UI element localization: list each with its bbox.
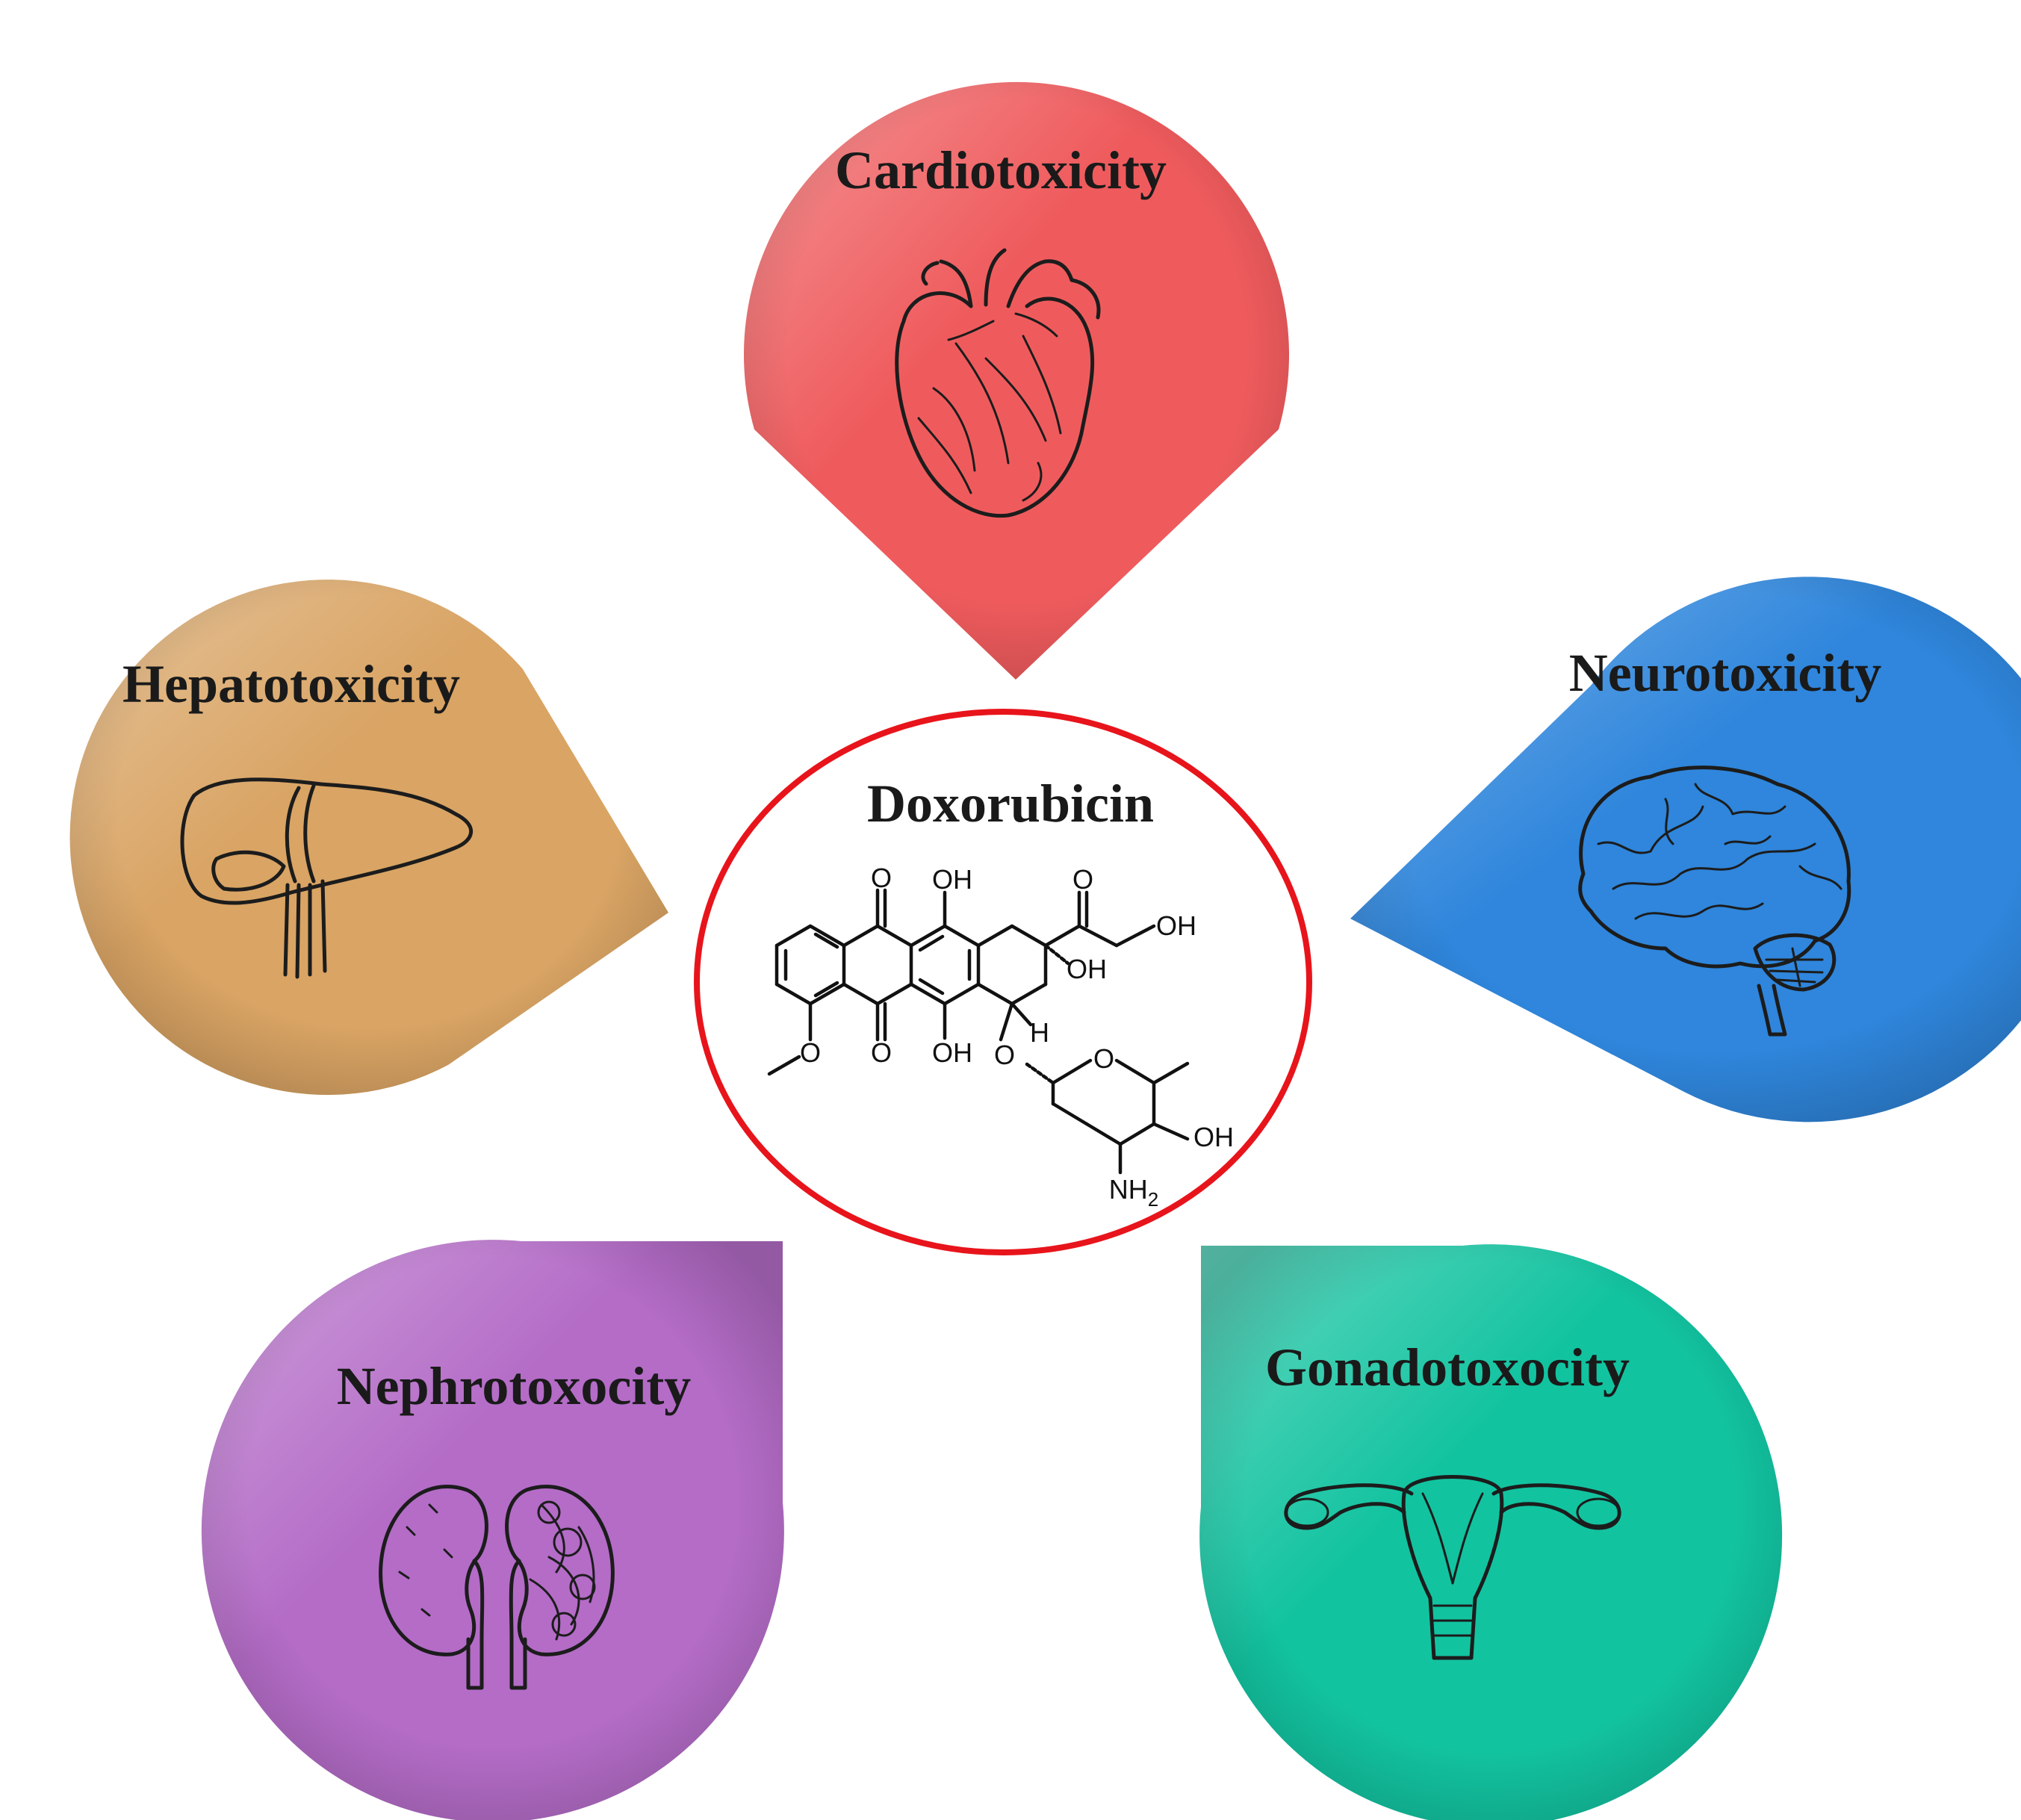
petal-nephrotoxicity: Nephrotoxocity — [201, 1240, 784, 1820]
kidneys-icon — [379, 1485, 615, 1690]
atom-o-sugar-ring: O — [1093, 1043, 1114, 1074]
petal-neurotoxicity: Neurotoxicity — [1350, 577, 2021, 1122]
petal-hepatotoxicity: Hepatotoxicity — [69, 580, 668, 1096]
uterus-icon — [1284, 1475, 1621, 1660]
petal-label-cardio: Cardiotoxicity — [835, 140, 1167, 200]
atom-oh-top-mid: OH — [932, 864, 972, 895]
ring-a — [774, 924, 846, 1006]
atom-nh2: NH2 — [1109, 1174, 1158, 1211]
doxorubicin-ring — [694, 709, 1312, 1255]
atom-oh-ring: OH — [1067, 954, 1107, 984]
sugar-ring — [1051, 1058, 1190, 1175]
atom-o-top-left: O — [871, 863, 892, 893]
ring-c — [909, 890, 981, 1040]
ring-b — [842, 888, 913, 1042]
atom-oh-sugar: OH — [1193, 1122, 1234, 1152]
liver-icon — [180, 777, 474, 979]
atom-o-top-right: O — [1072, 864, 1093, 895]
atom-methoxy-o: O — [800, 1037, 821, 1068]
petal-label-nephro: Nephrotoxocity — [337, 1356, 692, 1416]
atom-o-bottom-left: O — [871, 1037, 892, 1068]
petal-cardiotoxicity: Cardiotoxicity — [744, 81, 1289, 680]
petal-label-neuro: Neurotoxicity — [1569, 643, 1882, 703]
doxorubicin-center: Doxorubicin — [694, 709, 1312, 1255]
atom-h: H — [1030, 1017, 1049, 1048]
ring-d — [976, 924, 1048, 1006]
doxorubicin-structure: O OH O OH OH O OH O H O O OH NH2 — [767, 863, 1234, 1211]
brain-icon — [1578, 765, 1851, 1037]
petal-label-hepato: Hepatotoxicity — [122, 654, 460, 714]
atom-oh-bottom-mid: OH — [932, 1037, 972, 1068]
petal-label-gonado: Gonadotoxocity — [1265, 1338, 1630, 1397]
atom-o-glycoside: O — [994, 1040, 1015, 1070]
heart-icon — [895, 248, 1101, 518]
doxorubicin-title: Doxorubicin — [867, 774, 1154, 833]
atom-oh-side-chain: OH — [1156, 910, 1196, 941]
petal-gonadotoxicity: Gonadotoxocity — [1199, 1244, 1783, 1820]
